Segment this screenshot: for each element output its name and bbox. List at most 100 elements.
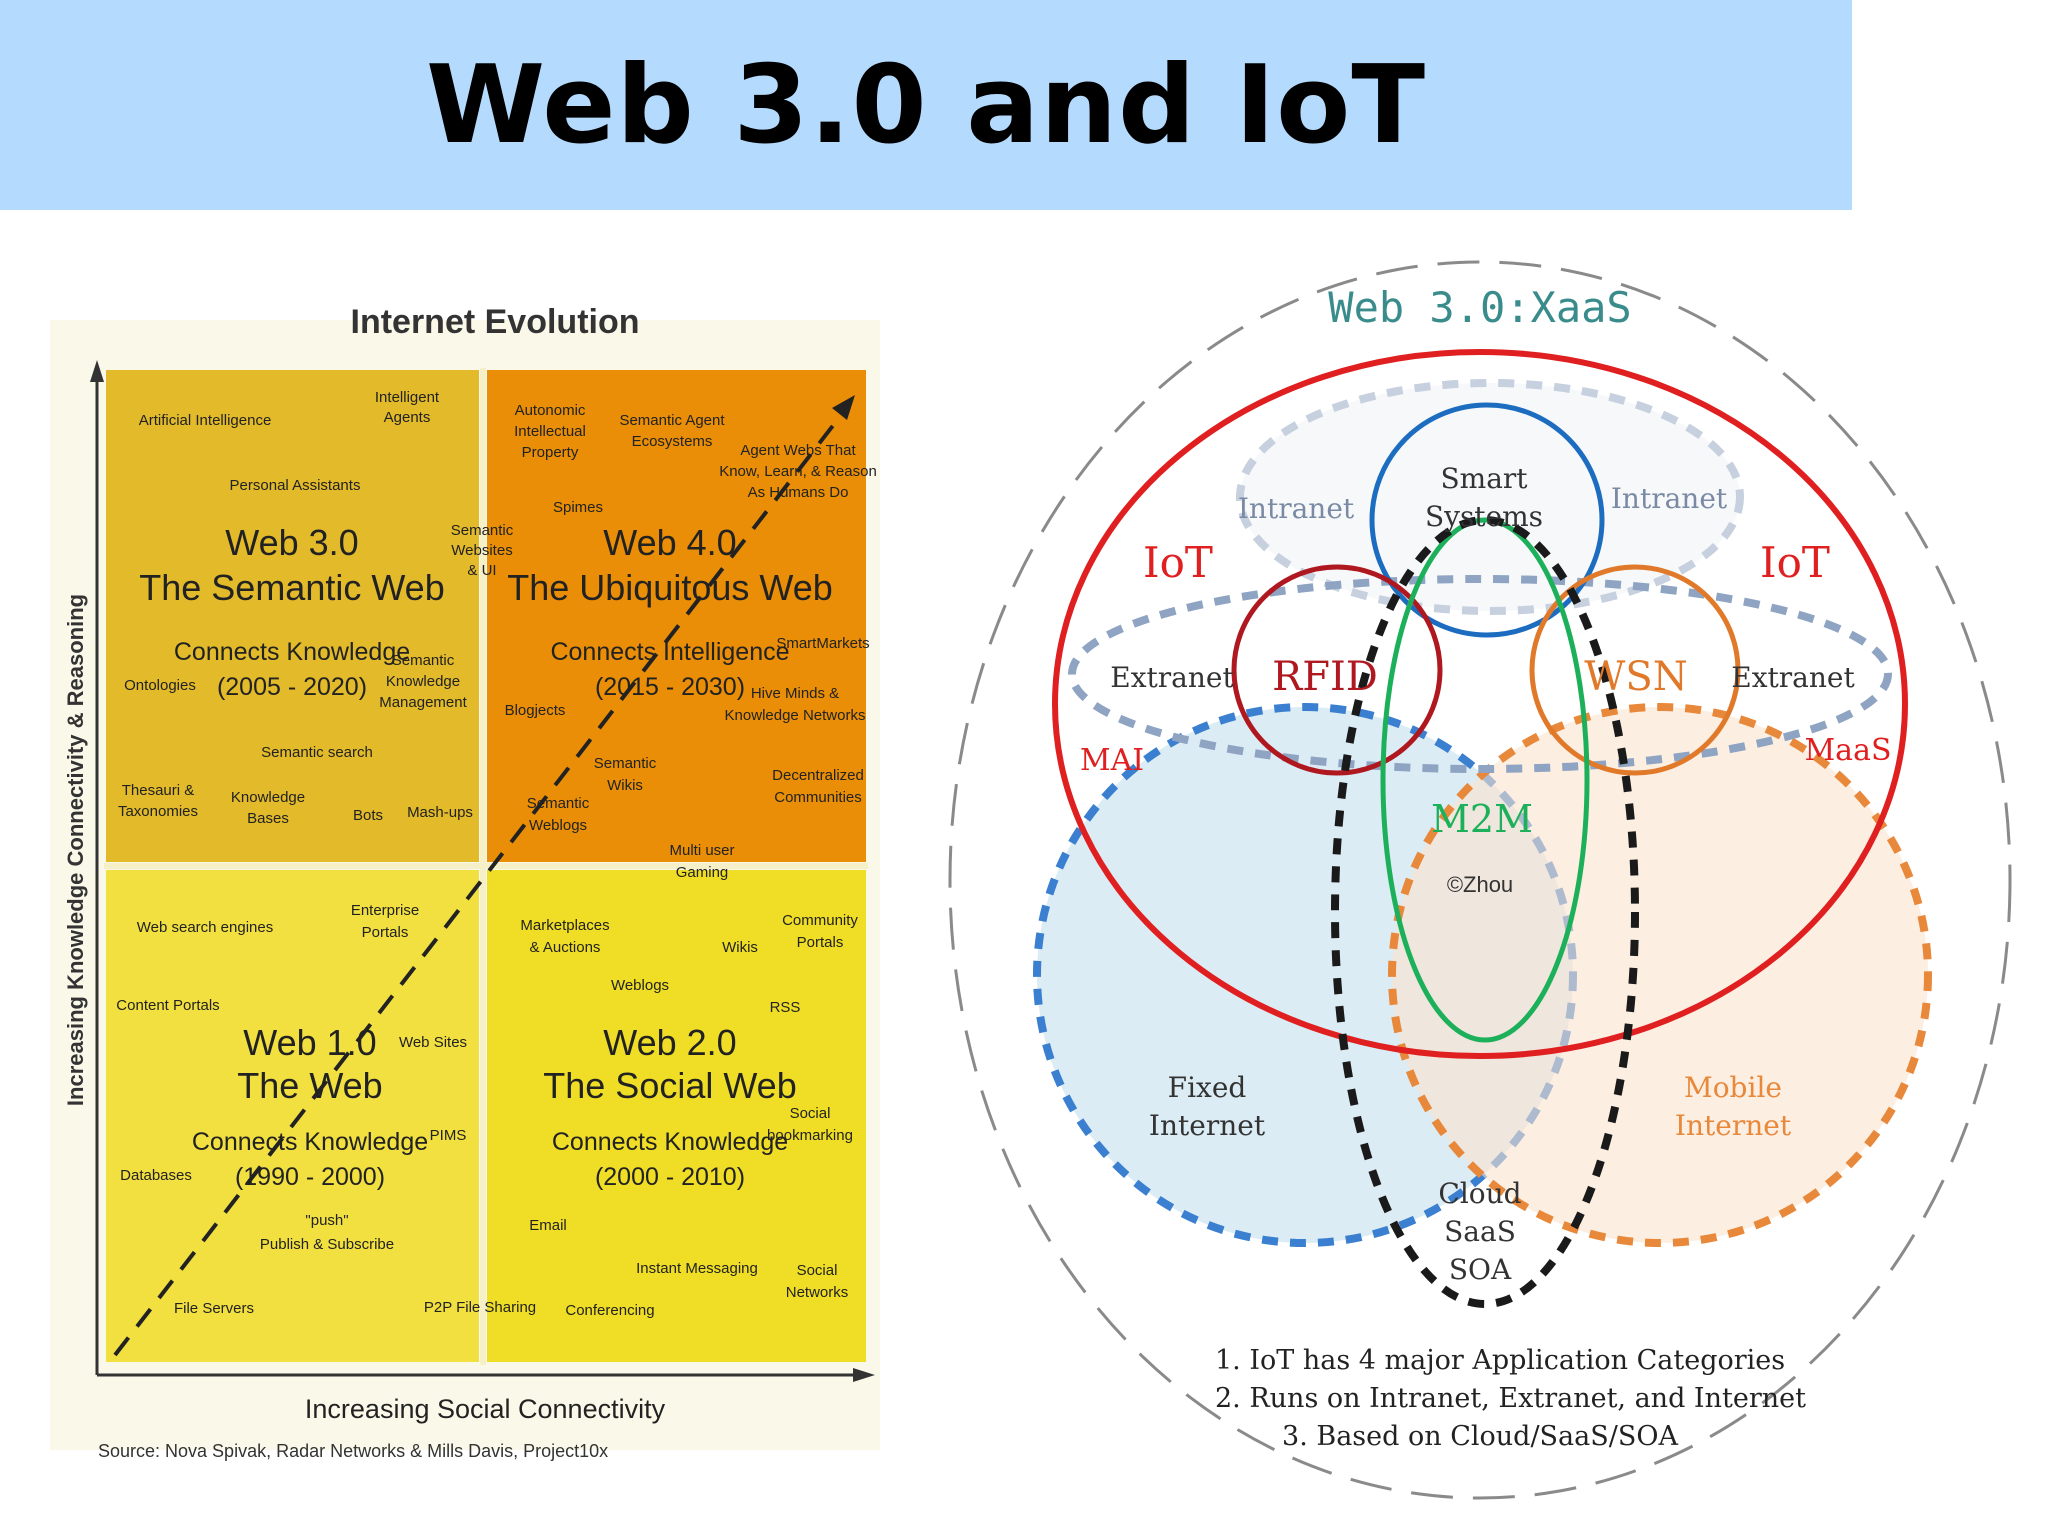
label-p2p: P2P File Sharing — [424, 1299, 536, 1316]
cloud-ellipse — [1331, 516, 1639, 1308]
quadrant-web2 — [487, 870, 866, 1362]
svg-text:The Ubiquitous Web: The Ubiquitous Web — [507, 567, 833, 608]
label-semantic-search: Semantic search — [261, 744, 373, 761]
svg-text:(2005 - 2020): (2005 - 2020) — [217, 673, 367, 701]
smart-systems-circle — [1369, 402, 1605, 638]
web4-heading: Web 4.0 The Ubiquitous Web Connects Inte… — [507, 522, 833, 701]
iot-label-left: IoT — [1143, 538, 1213, 587]
extranet-label-left: Extranet — [1110, 661, 1234, 694]
label-instant-messaging: Instant Messaging — [636, 1260, 758, 1277]
diagram-notes: 1. IoT has 4 major Application Categorie… — [1215, 1345, 1806, 1452]
evolution-title: Internet Evolution — [351, 303, 640, 341]
svg-text:(1990 - 2000): (1990 - 2000) — [235, 1163, 385, 1191]
mai-label: MAI — [1080, 743, 1144, 778]
title-bar: Web 3.0 and IoT — [0, 0, 1852, 210]
label-bots: Bots — [353, 807, 383, 824]
label-wikis: Wikis — [722, 939, 758, 956]
label-content-portals: Content Portals — [116, 997, 219, 1014]
label-smartmarkets: SmartMarkets — [776, 635, 869, 652]
svg-text:(2015 - 2030): (2015 - 2030) — [595, 673, 745, 701]
m2m-ellipse — [1380, 517, 1590, 1043]
y-axis-label: Increasing Knowledge Connectivity & Reas… — [63, 594, 88, 1106]
label-hive-minds: Hive Minds &Knowledge Networks — [725, 685, 866, 724]
slide-title: Web 3.0 and IoT — [425, 42, 1427, 168]
svg-text:(2000 - 2010): (2000 - 2010) — [595, 1163, 745, 1191]
wsn-circle — [1529, 564, 1741, 776]
svg-text:The Semantic Web: The Semantic Web — [139, 567, 444, 608]
rfid-label: RFID — [1272, 654, 1378, 700]
note-1: 1. IoT has 4 major Application Categorie… — [1215, 1345, 1785, 1376]
xaas-title: Web 3.0:XaaS — [1328, 283, 1631, 332]
quadrant-web3 — [106, 370, 479, 862]
label-marketplaces: Marketplaces& Auctions — [520, 917, 609, 956]
mobile-internet-circle — [1388, 703, 1932, 1247]
quadrant-web4 — [487, 370, 866, 862]
svg-text:Connects Intelligence: Connects Intelligence — [550, 638, 789, 666]
iot-label-right: IoT — [1760, 538, 1830, 587]
wsn-label: WSN — [1584, 654, 1688, 700]
quadrant-web1 — [106, 870, 479, 1362]
rfid-circle — [1231, 564, 1443, 776]
trend-arrow — [113, 408, 847, 1357]
svg-text:Web 1.0: Web 1.0 — [243, 1022, 376, 1063]
svg-text:The Social Web: The Social Web — [543, 1065, 796, 1106]
intranet-label-right: Intranet — [1611, 482, 1728, 515]
extranet-ellipse — [1068, 575, 1892, 773]
note-3: 3. Based on Cloud/SaaS/SOA — [1282, 1421, 1678, 1452]
label-spimes: Spimes — [553, 499, 603, 516]
svg-text:The Web: The Web — [237, 1065, 382, 1106]
label-web-search: Web search engines — [137, 919, 273, 936]
web1-heading: Web 1.0 The Web Connects Knowledge (1990… — [192, 1022, 428, 1191]
label-email: Email — [529, 1217, 567, 1234]
source-note: Source: Nova Spivak, Radar Networks & Mi… — [98, 1441, 608, 1461]
label-thesauri: Thesauri &Taxonomies — [118, 782, 198, 820]
credit-label: ©Zhou — [1447, 872, 1513, 897]
label-web-sites: Web Sites — [399, 1034, 467, 1051]
label-databases: Databases — [120, 1167, 192, 1184]
svg-text:Connects Knowledge: Connects Knowledge — [192, 1128, 428, 1156]
maas-label: MaaS — [1804, 733, 1891, 768]
label-ai: Artificial Intelligence — [139, 412, 272, 429]
svg-text:Web 2.0: Web 2.0 — [603, 1022, 736, 1063]
label-file-servers: File Servers — [174, 1300, 254, 1317]
svg-text:Connects Knowledge: Connects Knowledge — [174, 638, 410, 666]
note-2: 2. Runs on Intranet, Extranet, and Inter… — [1215, 1383, 1806, 1414]
label-weblogs: Weblogs — [611, 977, 669, 994]
label-ontologies: Ontologies — [124, 677, 196, 694]
label-rss: RSS — [770, 999, 801, 1016]
svg-text:Web 4.0: Web 4.0 — [603, 522, 736, 563]
internet-evolution-chart: Internet Evolution Increasing Knowledge … — [50, 303, 880, 1461]
iot-ellipse — [1052, 349, 1908, 1059]
intranet-label-left: Intranet — [1238, 492, 1355, 525]
svg-text:Connects Knowledge: Connects Knowledge — [552, 1128, 788, 1156]
label-blogjects: Blogjects — [505, 702, 566, 719]
extranet-label-right: Extranet — [1731, 661, 1855, 694]
xaas-boundary — [948, 260, 2012, 1500]
m2m-label: M2M — [1431, 797, 1533, 841]
label-mashups: Mash-ups — [407, 804, 473, 821]
svg-text:Web 3.0: Web 3.0 — [225, 522, 358, 563]
label-pims: PIMS — [430, 1127, 467, 1144]
web3-heading: Web 3.0 The Semantic Web Connects Knowle… — [139, 522, 444, 701]
label-personal-assistants: Personal Assistants — [230, 477, 361, 494]
label-conferencing: Conferencing — [565, 1302, 654, 1319]
x-axis-label: Increasing Social Connectivity — [305, 1394, 666, 1424]
